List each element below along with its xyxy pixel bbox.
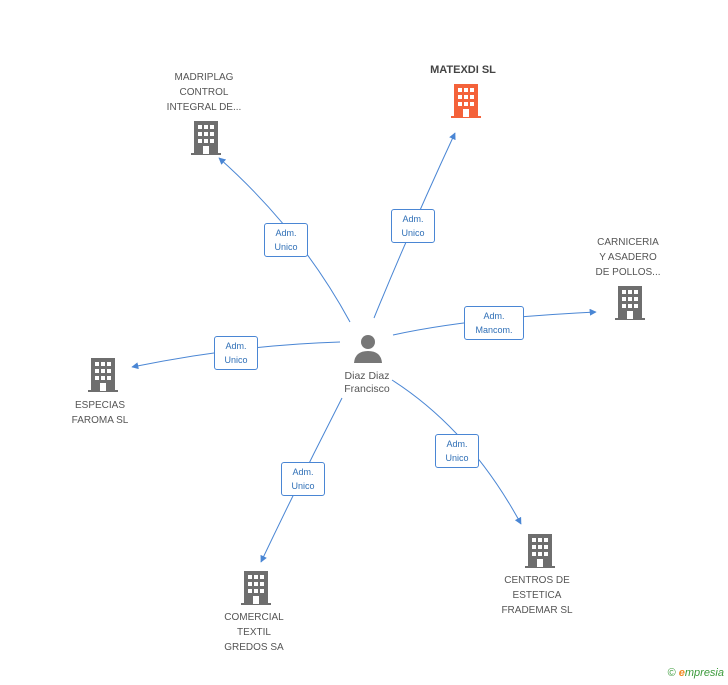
company-especias[interactable]: ESPECIAS FAROMA SL (50, 398, 150, 428)
building-icon[interactable] (615, 286, 645, 320)
company-label-carniceria: CARNICERIA Y ASADERO DE POLLOS... (595, 237, 661, 278)
company-centros[interactable]: CENTROS DE ESTETICA FRADEMAR SL (487, 573, 587, 618)
relation-label-matexdi[interactable]: Adm. Unico (391, 209, 435, 243)
brand-name: mpresia (684, 667, 724, 679)
company-label-comercial: COMERCIAL TEXTIL GREDOS SA (224, 612, 284, 653)
company-comercial[interactable]: COMERCIAL TEXTIL GREDOS SA (204, 610, 304, 655)
relation-label-madriplag[interactable]: Adm. Unico (264, 223, 308, 257)
empresia-footer[interactable]: © empresia (668, 667, 724, 679)
center-person-name: Diaz Diaz Francisco (344, 370, 390, 395)
person-icon (354, 335, 382, 363)
company-carniceria[interactable]: CARNICERIA Y ASADERO DE POLLOS... (578, 235, 678, 280)
company-label-centros: CENTROS DE ESTETICA FRADEMAR SL (501, 575, 573, 616)
building-icon[interactable] (88, 358, 118, 392)
company-label-matexdi: MATEXDI SL (430, 64, 496, 76)
building-icon-highlighted[interactable] (451, 84, 481, 118)
center-person[interactable] (350, 332, 386, 364)
relation-label-especias[interactable]: Adm. Unico (214, 336, 258, 370)
company-matexdi[interactable]: MATEXDI SL (413, 63, 513, 78)
relation-label-carniceria[interactable]: Adm. Mancom. (464, 306, 524, 340)
copyright-symbol: © (667, 667, 676, 679)
brand-initial: e (678, 667, 685, 679)
relation-label-centros[interactable]: Adm. Unico (435, 434, 479, 468)
company-label-madriplag: MADRIPLAG CONTROL INTEGRAL DE... (166, 72, 242, 113)
building-icon[interactable] (525, 534, 555, 568)
building-icon[interactable] (241, 571, 271, 605)
company-madriplag[interactable]: MADRIPLAG CONTROL INTEGRAL DE... (154, 70, 254, 115)
building-icon[interactable] (191, 121, 221, 155)
relation-label-comercial[interactable]: Adm. Unico (281, 462, 325, 496)
company-label-especias: ESPECIAS FAROMA SL (71, 400, 129, 426)
